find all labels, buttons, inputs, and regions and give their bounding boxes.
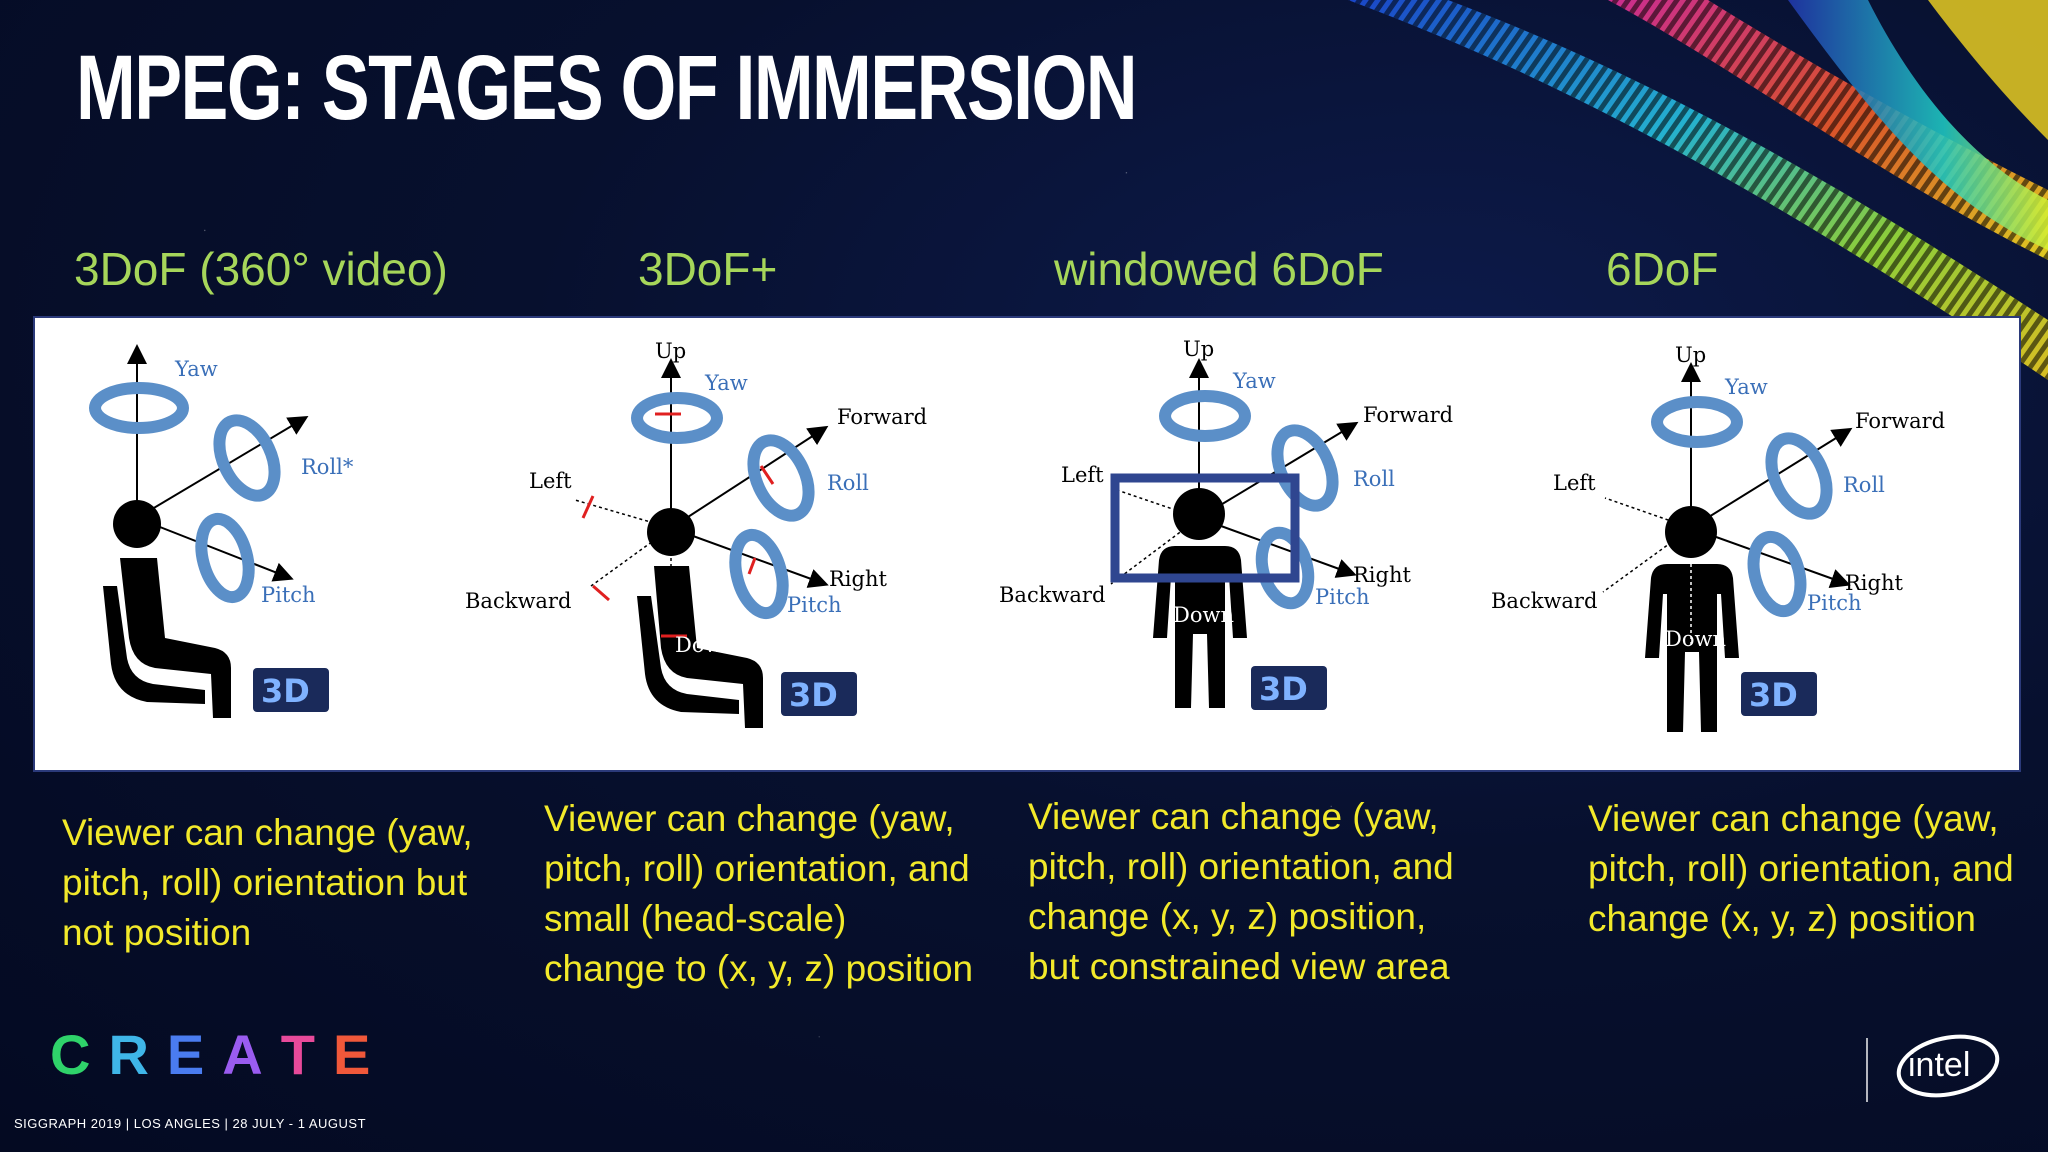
create-letter: T [280,1023,333,1086]
label-roll: Roll* [301,455,354,479]
svg-text:3D: 3D [1259,670,1308,708]
label-up: Up [1183,337,1214,361]
badge-3d-icon: 3D [1741,672,1817,716]
stage-description-3dof: Viewer can change (yaw, pitch, roll) ori… [62,812,473,953]
ribbon-graphic [1348,0,2048,380]
label-right: Right [1353,563,1411,587]
label-forward: Forward [1363,403,1453,427]
view-window-frame [1110,473,1300,583]
stage-description-windowed-6dof: Viewer can change (yaw, pitch, roll) ori… [1028,796,1454,987]
label-forward: Forward [1855,409,1945,433]
label-down: Down [675,633,736,657]
label-backward: Backward [465,589,571,613]
figure-3dof-plus: Up Yaw Forward Left Roll Right Backward … [465,339,927,728]
label-roll: Roll [1353,467,1395,491]
svg-text:3D: 3D [1749,676,1798,714]
label-yaw: Yaw [704,371,748,395]
figure-6dof: Up Yaw Forward Left Roll Right Backward … [1491,343,1945,732]
label-pitch: Pitch [1315,585,1370,609]
stage-heading-6dof: 6DoF [1606,243,1719,295]
intel-logo-icon: intel [1896,1034,2000,1098]
stage-heading-3dof-plus: 3DoF+ [638,243,778,295]
label-right: Right [829,567,887,591]
create-letter: A [222,1023,281,1086]
event-footer: SIGGRAPH 2019 | LOS ANGLES | 28 JULY - 1… [14,1116,367,1131]
label-left: Left [529,469,572,493]
label-roll: Roll [827,471,869,495]
dof-diagrams: Yaw Roll* Pitch 3D [89,337,1945,732]
label-left: Left [1553,471,1596,495]
svg-text:3D: 3D [789,676,838,714]
label-pitch: Pitch [1807,591,1862,615]
figure-windowed-6dof: Up Yaw Forward Left Roll Right Backward … [999,337,1453,710]
badge-3d-icon: 3D [253,668,329,712]
label-right: Right [1845,571,1903,595]
create-logo: CREATE [50,1022,388,1087]
label-backward: Backward [999,583,1105,607]
label-forward: Forward [837,405,927,429]
svg-text:intel: intel [1908,1046,1970,1084]
create-letter: R [108,1023,167,1086]
stage-heading-3dof: 3DoF (360° video) [74,243,448,295]
create-letter: E [332,1023,389,1086]
label-left: Left [1061,463,1104,487]
label-roll: Roll [1843,473,1885,497]
badge-3d-icon: 3D [1251,666,1327,710]
stage-description-3dof-plus: Viewer can change (yaw, pitch, roll) ori… [544,798,974,989]
label-down: Down [1173,603,1234,627]
slide-title: MPEG: STAGES OF IMMERSION [76,37,1138,139]
label-pitch: Pitch [261,583,316,607]
create-letter: C [50,1023,109,1086]
label-up: Up [1675,343,1706,367]
diagram-panel: Yaw Roll* Pitch 3D [33,316,2021,772]
label-down: Down [1665,627,1726,651]
svg-text:3D: 3D [261,672,310,710]
label-backward: Backward [1491,589,1597,613]
label-pitch: Pitch [787,593,842,617]
figure-3dof: Yaw Roll* Pitch 3D [89,344,354,718]
label-yaw: Yaw [1724,375,1768,399]
stage-heading-windowed-6dof: windowed 6DoF [1054,243,1384,295]
label-yaw: Yaw [174,357,218,381]
stage-description-6dof: Viewer can change (yaw, pitch, roll) ori… [1588,798,2014,939]
label-yaw: Yaw [1232,369,1276,393]
badge-3d-icon: 3D [781,672,857,716]
footer-divider [1866,1038,1868,1102]
create-letter: E [166,1023,223,1086]
label-up: Up [655,339,686,363]
